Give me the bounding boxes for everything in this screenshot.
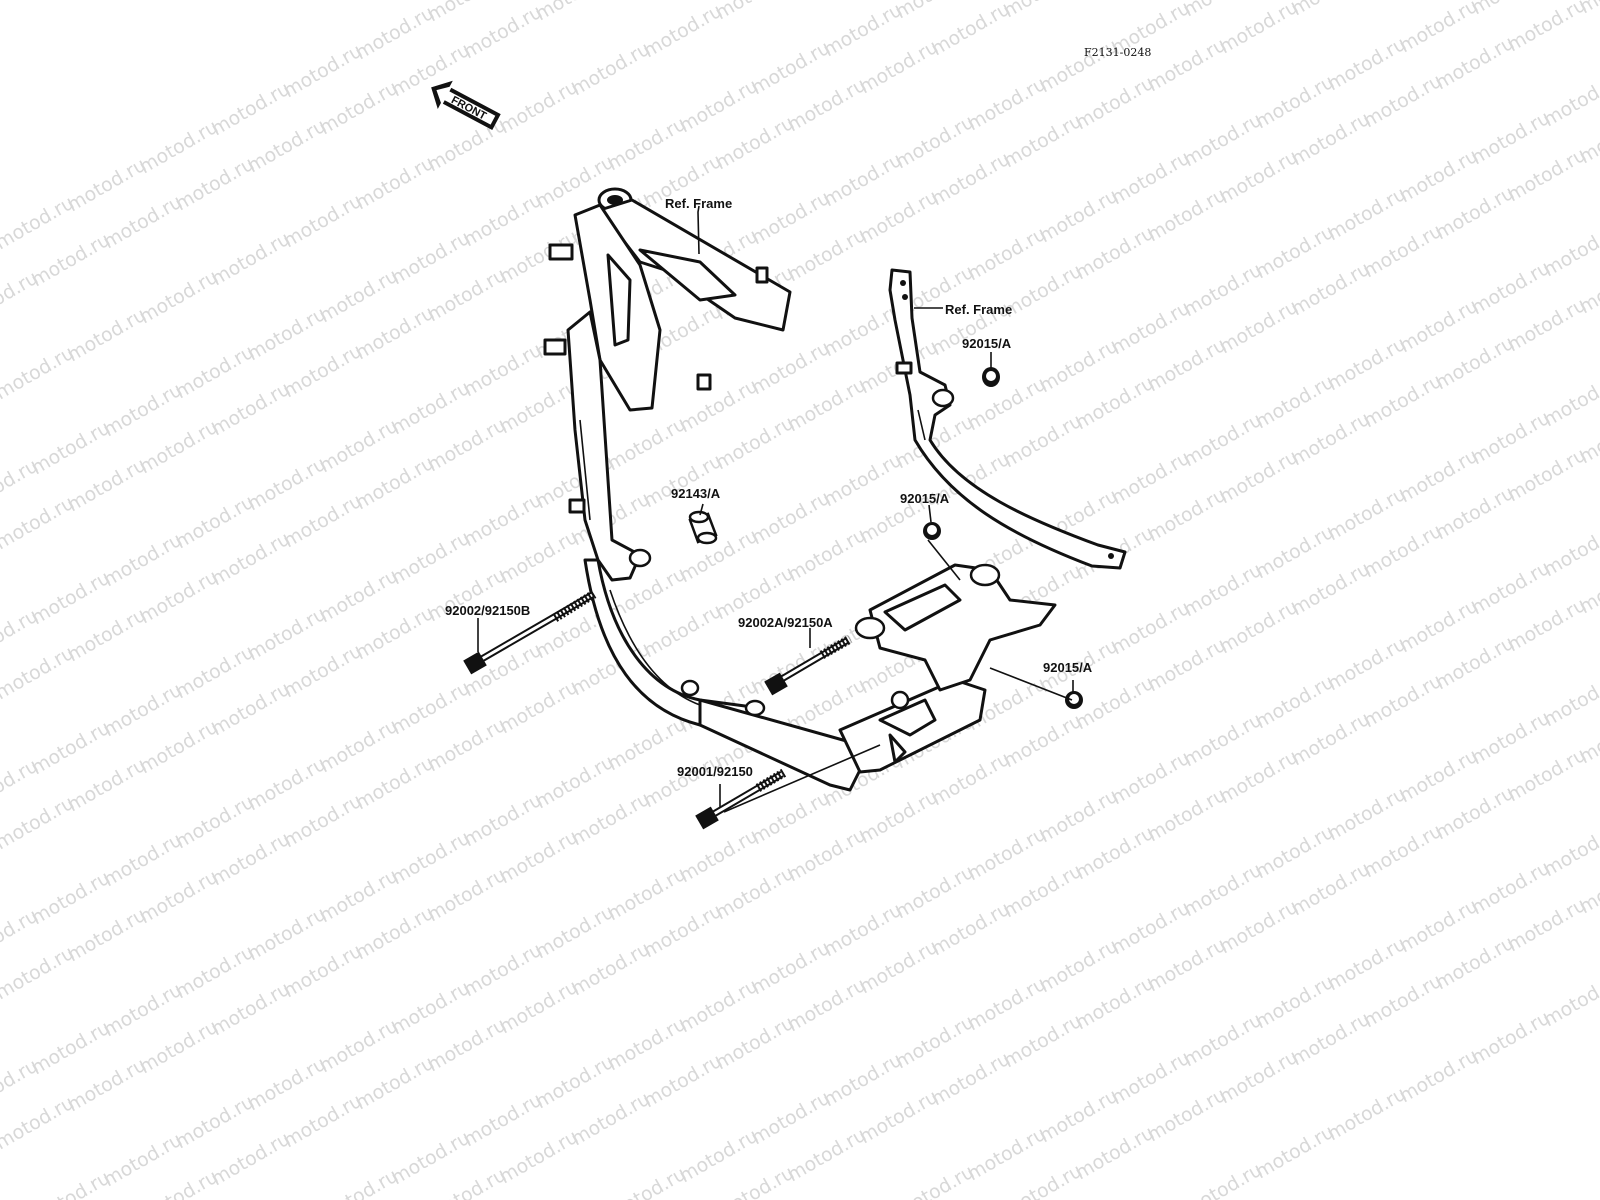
watermark-text: motod.ru	[1540, 669, 1600, 732]
watermark-text: motod.ru	[1288, 0, 1374, 20]
watermark-text: motod.ru	[1540, 69, 1600, 132]
label-bolt-left: 92002/92150B	[445, 603, 530, 618]
label-collar: 92143/A	[671, 486, 721, 501]
watermark-text: motod.ru	[1504, 0, 1590, 56]
watermark-text: motod.ru	[532, 0, 618, 25]
watermark-text: motod.ru	[1216, 0, 1302, 58]
watermark-text: motod.ru	[928, 0, 1014, 60]
label-bolt-center: 92002A/92150A	[738, 615, 833, 630]
bolt-left	[463, 590, 597, 675]
bolt-center	[764, 635, 853, 696]
label-nut-top: 92015/A	[962, 336, 1012, 351]
watermark-text: motod.ru	[1396, 0, 1482, 57]
front-arrow-icon: FRONT	[431, 80, 501, 131]
watermark-text: motod.ru	[1540, 819, 1600, 882]
watermark-text: motod.ru	[1540, 519, 1600, 582]
nut-top	[982, 367, 1000, 387]
label-ref-frame-top: Ref. Frame	[665, 196, 732, 211]
watermark-text: motod.ru	[1540, 969, 1600, 1032]
collar	[688, 510, 718, 545]
leader-lines	[477, 205, 1074, 813]
watermark-text: motod.ru	[1540, 219, 1600, 282]
label-bolt-bottom: 92001/92150	[677, 764, 753, 779]
nut-right	[1065, 691, 1083, 709]
label-nut-mid: 92015/A	[900, 491, 950, 506]
watermark-text: motod.ru	[1000, 0, 1086, 22]
diagram-code: F2131-0248	[1084, 46, 1151, 59]
label-ref-frame-right: Ref. Frame	[945, 302, 1012, 317]
bolt-bottom	[695, 768, 788, 830]
main-frame	[543, 187, 1057, 792]
nut-mid	[923, 522, 941, 540]
label-nut-right: 92015/A	[1043, 660, 1093, 675]
removable-frame-member	[888, 268, 1127, 570]
watermark-text: motod.ru	[712, 0, 798, 24]
watermark-text: motod.ru	[820, 0, 906, 61]
watermark-text: motod.ru	[1540, 369, 1600, 432]
